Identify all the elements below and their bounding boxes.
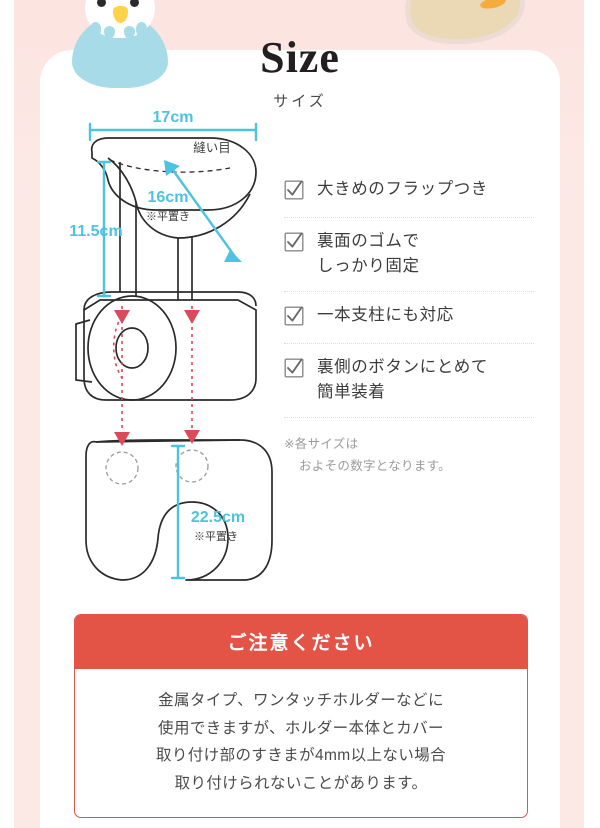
warning-line: 取り付け部のすきまが4mm以上ない場合	[155, 747, 447, 765]
dimension-flap-depth-note: ※平置き	[146, 210, 190, 223]
warning-line: 金属タイプ、ワンタッチホルダーなどに	[158, 692, 444, 709]
feature-item: 裏側のボタンにとめて 簡単装着	[284, 343, 534, 417]
page-title-en: Size	[260, 33, 340, 82]
feature-item: 一本支柱にも対応	[284, 291, 534, 343]
feature-item: 大きめのフラップつき	[284, 166, 534, 217]
feature-list: 大きめのフラップつき 裏面のゴムで しっかり固定	[284, 166, 534, 477]
feature-text: 裏側のボタンにとめて 簡単装着	[317, 355, 488, 405]
left-margin	[0, 0, 14, 828]
warning-heading: ご注意ください	[75, 615, 527, 669]
list-divider	[284, 417, 534, 419]
page-title: Size サイズ	[46, 36, 554, 111]
dimension-flap-depth: 16cm	[148, 189, 189, 206]
dimension-cover-length-note: ※平置き	[194, 530, 238, 543]
warning-line: 取り付けられないことがあります。	[174, 774, 428, 792]
size-approximation-note: ※各サイズは およその数字となります。	[284, 434, 534, 477]
budgerigar-bird-icon	[62, 0, 178, 90]
warning-box: ご注意ください 金属タイプ、ワンタッチホルダーなどに 使用できますが、ホルダー本…	[74, 614, 528, 819]
warning-line: 使用できますが、ホルダー本体とカバー	[158, 719, 444, 737]
dimension-cover-length: 22.5cm	[191, 509, 245, 526]
checkbox-checked-icon	[284, 306, 304, 331]
feature-text: 一本支柱にも対応	[317, 303, 454, 328]
warning-body: 金属タイプ、ワンタッチホルダーなどに 使用できますが、ホルダー本体とカバー 取り…	[75, 669, 527, 817]
checkbox-checked-icon	[284, 358, 304, 383]
feature-line-2: しっかり固定	[317, 257, 420, 276]
checkbox-checked-icon	[284, 232, 304, 257]
feature-line-1: 大きめのフラップつき	[317, 180, 488, 198]
seam-label: 縫い目	[193, 140, 231, 155]
dimension-width-top: 17cm	[153, 110, 194, 126]
feature-text: 裏面のゴムで しっかり固定	[317, 229, 420, 279]
dimension-height-left: 11.5cm	[69, 223, 122, 240]
feature-text: 大きめのフラップつき	[317, 177, 488, 202]
right-margin	[584, 0, 600, 828]
feature-line-1: 裏面のゴムで	[317, 232, 420, 250]
toilet-paper-holder-cover-size-diagram: 17cm 11.5cm 16cm ※平置き 縫い目 22.5cm ※平置き	[60, 110, 290, 590]
feature-line-1: 裏側のボタンにとめて	[317, 358, 488, 377]
page-title-jp: サイズ	[273, 93, 327, 110]
note-line-2: およその数字となります。	[299, 458, 451, 473]
feature-line-2: 簡単装着	[317, 383, 386, 402]
note-line-1: ※各サイズは	[284, 437, 359, 452]
feature-line-1: 一本支柱にも対応	[317, 306, 454, 325]
feature-item: 裏面のゴムで しっかり固定	[284, 217, 534, 291]
checkbox-checked-icon	[284, 180, 304, 205]
